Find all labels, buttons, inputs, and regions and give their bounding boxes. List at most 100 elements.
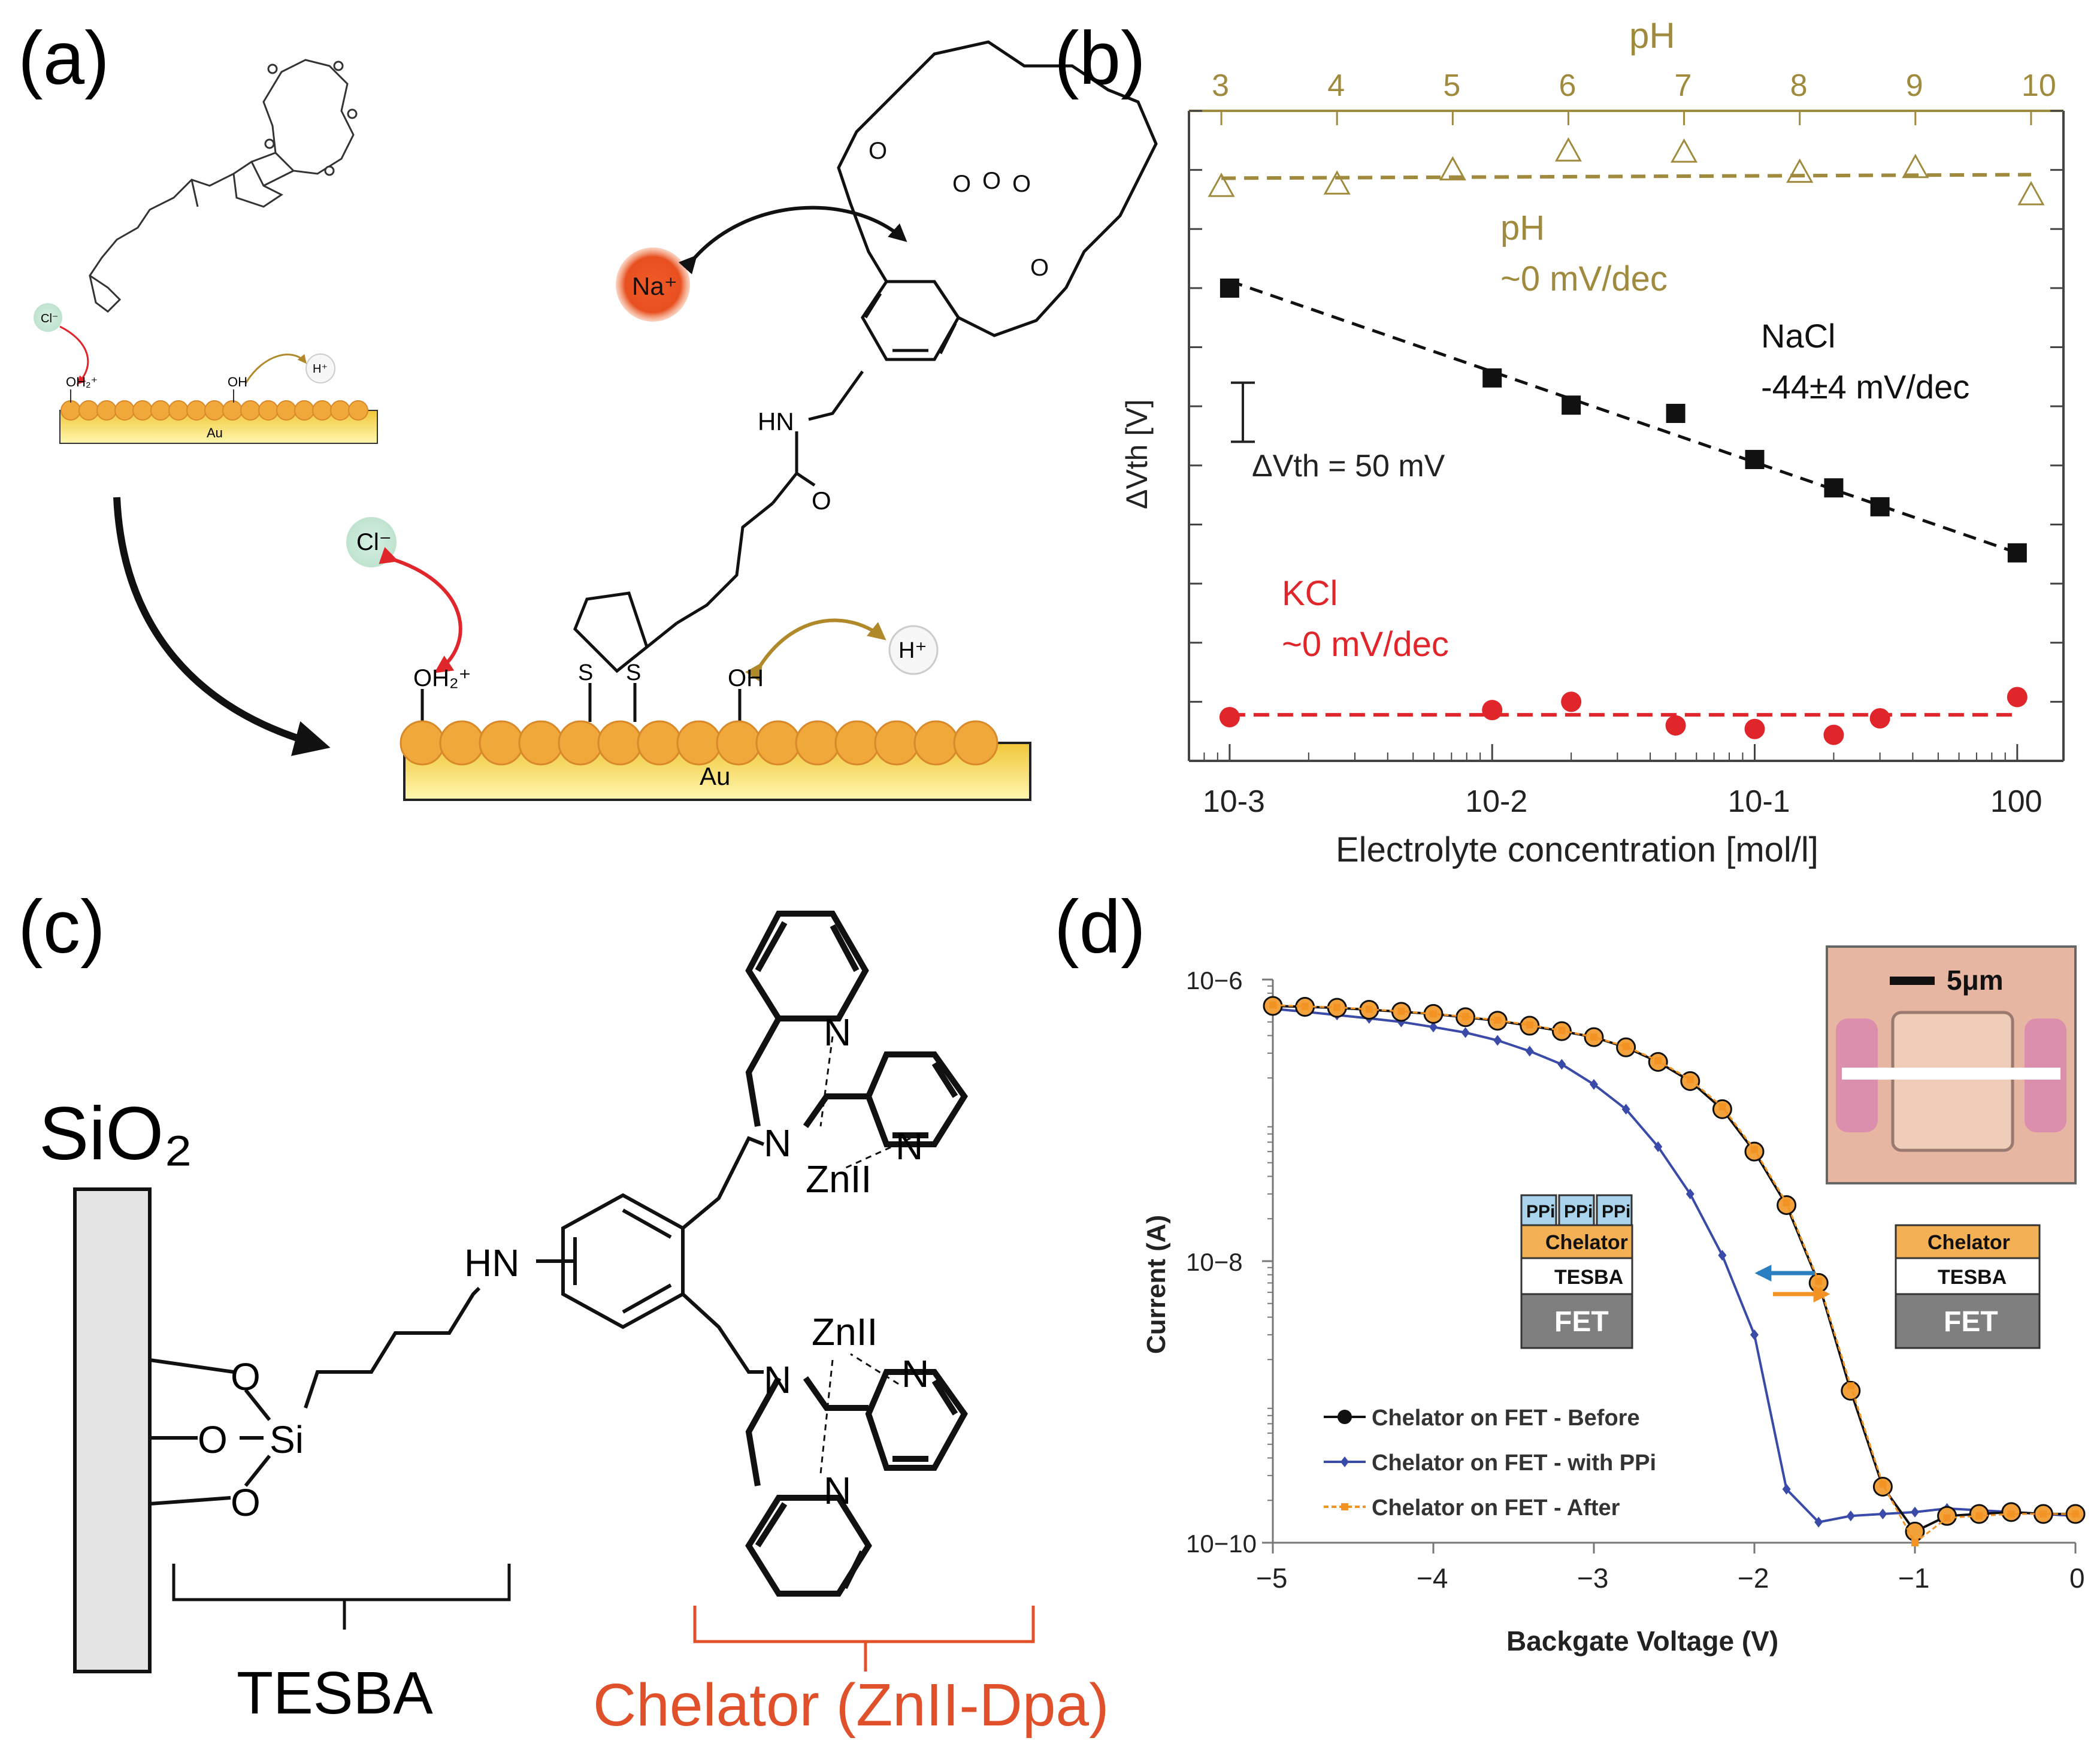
b-ph-point (1671, 138, 1698, 163)
d-ppi-point (1654, 1141, 1663, 1152)
small-surface-atom (258, 400, 279, 421)
transition-arrow (113, 497, 331, 756)
sulfur-2-label: S (626, 660, 641, 685)
panel-c-label: (c) (18, 885, 105, 969)
surface-atom (637, 720, 682, 766)
panel-a-label: (a) (18, 17, 110, 100)
panel-c: (c) SiO₂ O O Si O HN (18, 885, 1109, 1739)
d-y-tick-label: 10−6 (1186, 966, 1243, 995)
svg-text:OH₂⁺: OH₂⁺ (66, 374, 98, 389)
carbonyl-o-label: O (812, 486, 831, 515)
b-nacl-point (1562, 395, 1581, 415)
d-after-point (1301, 1002, 1309, 1010)
crown-ether-ligand (420, 40, 1158, 722)
sulfur-1-label: S (578, 660, 593, 685)
d-after-point (1718, 1103, 1726, 1111)
sio2-label: SiO₂ (39, 1092, 193, 1175)
svg-text:O: O (869, 138, 887, 164)
d-ppi-point (1461, 1027, 1470, 1038)
svg-text:Si: Si (270, 1418, 304, 1461)
b-nacl-point (1482, 368, 1502, 388)
h-ion: H⁺ (888, 625, 939, 675)
small-surface-atom (276, 400, 296, 421)
d-x-tick-label: −5 (1256, 1562, 1287, 1594)
d-after-line (1272, 1004, 2075, 1545)
d-x-tick-label: −4 (1417, 1562, 1448, 1594)
small-surface-atom (204, 400, 225, 421)
d-ppi-point (1621, 1104, 1630, 1115)
svg-text:Chelator: Chelator (1545, 1231, 1628, 1254)
panel-b-label: (b) (1054, 17, 1146, 100)
svg-text:O: O (231, 1481, 261, 1524)
panel-a: (a) Cl⁻ H⁺ OH₂⁺ (18, 17, 1158, 801)
surface-atom (518, 720, 564, 766)
svg-text:TESBA: TESBA (1938, 1266, 2007, 1289)
d-ppi-point (1718, 1250, 1727, 1261)
d-after-point (1430, 1010, 1437, 1018)
svg-text:N: N (895, 1125, 923, 1168)
svg-text:O: O (1012, 171, 1031, 197)
cl-exchange-arrow (379, 546, 462, 673)
b-x-tick-label: 100 (1990, 784, 2042, 819)
d-after-point (1558, 1026, 1566, 1034)
d-after-point (1397, 1007, 1405, 1015)
d-after-point (1461, 1013, 1469, 1020)
d-after-point (1911, 1539, 1919, 1546)
d-x-tick-label: −3 (1577, 1562, 1608, 1594)
d-after-point (1526, 1021, 1533, 1029)
d-x-tick-label: −1 (1898, 1562, 1929, 1594)
svg-text:ZnII: ZnII (812, 1310, 877, 1353)
d-legend-label: Chelator on FET - Before (1372, 1406, 1640, 1431)
microscope-inset: 5μm (1826, 945, 2077, 1184)
na-binding-arrow (678, 205, 907, 274)
device-stack-bare: Chelator TESBA FET (1895, 1224, 2041, 1349)
svg-text:N: N (824, 1011, 851, 1054)
surface-atom (558, 720, 603, 766)
d-ppi-point (1814, 1516, 1823, 1528)
small-surface-atom (114, 400, 135, 421)
d-after-point (1783, 1199, 1790, 1207)
b-nacl-fit-line (1229, 279, 2018, 555)
upper-dpa-unit (745, 911, 969, 1169)
b-nacl-point (1666, 404, 1686, 424)
d-after-point (1815, 1277, 1823, 1285)
crown-ether-oxygens: O O O O O (869, 138, 1049, 281)
d-ppi-point (1590, 1079, 1598, 1090)
b-ph-point (1439, 156, 1466, 181)
svg-text:HN: HN (464, 1241, 519, 1284)
svg-text:FET: FET (1944, 1306, 1998, 1338)
b-nacl-point (1824, 478, 1844, 498)
b-kcl-annotation: KCl (1282, 574, 1338, 613)
small-surface-atom (78, 400, 99, 421)
small-crown-ether-molecule (88, 59, 358, 313)
b-kcl-slope-annotation: ~0 mV/dec (1282, 625, 1449, 664)
b-top-axis-label: pH (1629, 16, 1675, 56)
small-surface-atom (96, 400, 117, 421)
h-exchange-arrow (745, 618, 886, 682)
small-surface-atom (240, 400, 261, 421)
d-ppi-point (1782, 1483, 1791, 1495)
b-top-tick-label: 5 (1443, 68, 1460, 103)
svg-text:H⁺: H⁺ (313, 362, 328, 376)
ppi-chip-1 (1520, 1194, 1557, 1226)
oh-surface-label: OH (728, 665, 764, 691)
b-y-axis-label: ΔVth [V] (1120, 400, 1154, 509)
b-kcl-point (1665, 715, 1686, 736)
svg-text:Chelator: Chelator (1927, 1231, 2010, 1254)
small-surface-atom (168, 400, 189, 421)
surface-atom (479, 720, 524, 766)
svg-text:TESBA: TESBA (1554, 1266, 1623, 1289)
tesba-brace (172, 1564, 511, 1630)
tesba-atoms: O O Si O HN (198, 1241, 519, 1524)
svg-text:PPi: PPi (1564, 1202, 1593, 1222)
b-ph-point (1554, 137, 1582, 162)
oh2-surface-label: OH₂⁺ (413, 665, 471, 691)
small-gold-substrate: OH₂⁺ OH Au (59, 374, 378, 444)
d-after-point (1879, 1480, 1887, 1488)
b-x-axis-label: Electrolyte concentration [mol/l] (1336, 830, 1818, 869)
ppi-chip-2 (1558, 1194, 1595, 1226)
surface-atom (597, 720, 643, 766)
